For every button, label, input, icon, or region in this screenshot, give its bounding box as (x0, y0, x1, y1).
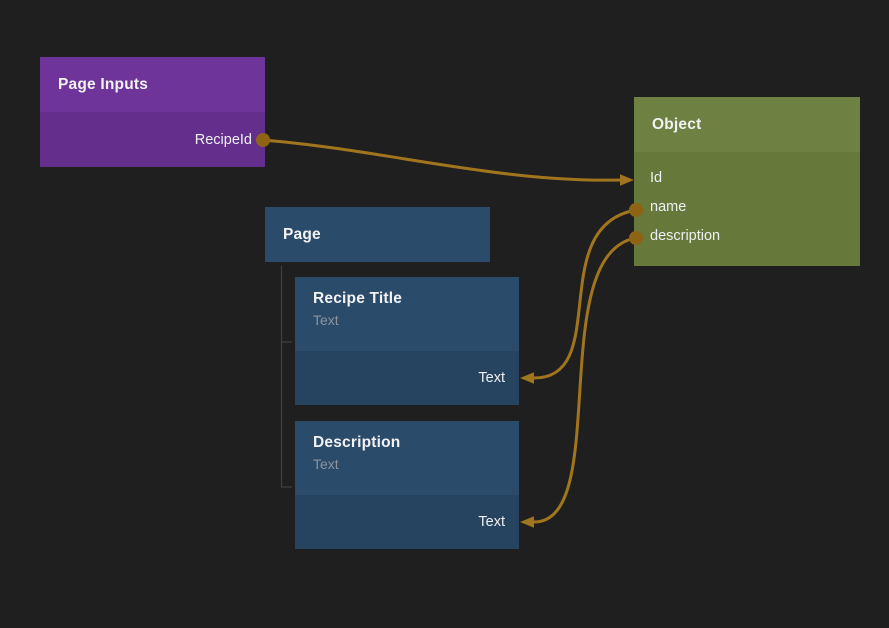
port-text[interactable]: Text (478, 514, 505, 530)
wire-description-to-description-text[interactable] (532, 236, 638, 524)
node-recipe-title[interactable]: Recipe Title Text Text (295, 277, 519, 405)
node-page[interactable]: Page (265, 207, 490, 262)
node-description[interactable]: Description Text Text (295, 421, 519, 549)
port-recipeid[interactable]: RecipeId (194, 131, 252, 148)
node-info: Description Text (295, 421, 519, 495)
node-input-ports: Text (295, 495, 519, 549)
node-title: Description (313, 434, 401, 451)
node-input-ports: Id name description (634, 152, 860, 266)
node-title: Object (634, 97, 860, 152)
node-object[interactable]: Object Id name description (634, 97, 860, 266)
port-text[interactable]: Text (478, 370, 505, 386)
node-page-inputs[interactable]: Page Inputs RecipeId (40, 57, 265, 167)
node-info: Recipe Title Text (295, 277, 519, 351)
node-type-label: Text (313, 312, 339, 328)
node-input-ports: Text (295, 351, 519, 405)
node-output-ports: RecipeId (40, 112, 265, 167)
node-title: Recipe Title (313, 290, 403, 307)
child-connector-line (280, 266, 292, 488)
wire-recipeid-to-id[interactable] (261, 138, 623, 182)
port-id[interactable]: Id (650, 170, 663, 186)
connection-arrowhead (520, 516, 534, 528)
node-type-label: Text (313, 456, 339, 472)
connection-arrowhead (620, 174, 634, 186)
port-description[interactable]: description (650, 228, 721, 244)
connection-arrowhead (520, 372, 534, 384)
node-title: Page Inputs (40, 57, 265, 112)
port-name[interactable]: name (650, 199, 687, 215)
wire-name-to-recipe-title-text[interactable] (532, 208, 638, 380)
node-title: Page (265, 207, 490, 262)
